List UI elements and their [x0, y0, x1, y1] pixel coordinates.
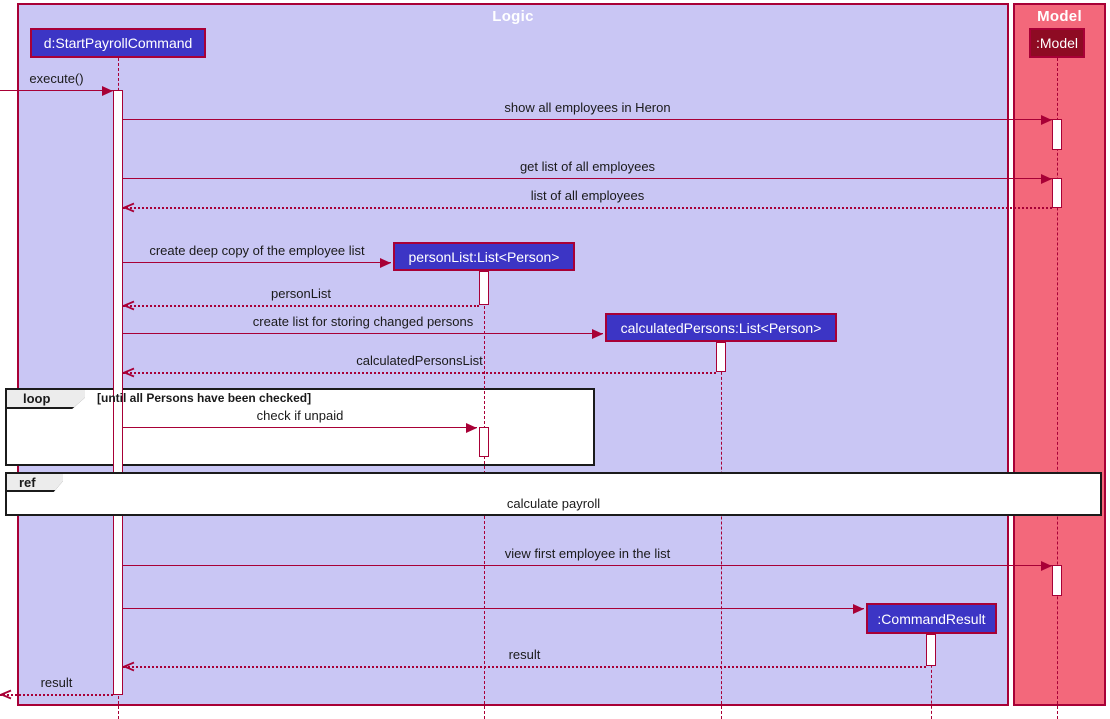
- message-arrowhead-view-first: [1041, 561, 1052, 571]
- participant-model: :Model: [1029, 28, 1085, 58]
- participant-label-personList: personList:List<Person>: [408, 248, 560, 265]
- message-arrowhead-final-result: [0, 689, 13, 700]
- message-line-execute: [0, 90, 113, 91]
- participant-commandResult: :CommandResult: [866, 603, 997, 634]
- activation-bar: [716, 342, 726, 372]
- ref-operator-tab: ref: [5, 472, 63, 492]
- message-arrowhead-personlist-return: [123, 300, 136, 311]
- participant-calculatedPersons: calculatedPersons:List<Person>: [605, 313, 837, 342]
- participant-label-startPayrollCommand: d:StartPayrollCommand: [43, 35, 193, 51]
- message-line-result-return: [123, 666, 926, 668]
- message-arrowhead-get-list: [1041, 174, 1052, 184]
- message-label-create-list: create list for storing changed persons: [252, 314, 474, 329]
- message-line-personlist-return: [123, 305, 479, 307]
- message-arrowhead-calculated-return: [123, 367, 136, 378]
- ref-operator-label: ref: [7, 474, 63, 490]
- message-line-deep-copy: [123, 262, 391, 263]
- message-line-calculated-return: [123, 372, 716, 374]
- lifeline-commandResult: [931, 634, 932, 719]
- model-frame: Model: [1013, 3, 1106, 706]
- message-arrowhead-create-commandresult: [853, 604, 864, 614]
- participant-startPayrollCommand: d:StartPayrollCommand: [30, 28, 206, 58]
- message-label-list-return: list of all employees: [530, 188, 645, 203]
- lifeline-model: [1057, 58, 1058, 719]
- message-arrowhead-create-list: [592, 329, 603, 339]
- message-line-create-commandresult: [123, 608, 864, 609]
- message-line-check-unpaid: [123, 427, 477, 428]
- loop-operator-tab: loop: [5, 388, 85, 409]
- activation-bar: [479, 271, 489, 305]
- participant-label-commandResult: :CommandResult: [877, 610, 986, 627]
- message-label-final-result: result: [40, 675, 73, 690]
- message-label-deep-copy: create deep copy of the employee list: [149, 243, 365, 258]
- participant-label-model: :Model: [1035, 35, 1079, 51]
- model-frame-title: Model: [1037, 8, 1082, 25]
- message-arrowhead-list-return: [123, 202, 136, 213]
- ref-label: calculate payroll: [506, 496, 601, 511]
- ref-fragment: [5, 472, 1102, 516]
- message-label-get-list: get list of all employees: [519, 159, 656, 174]
- message-line-final-result: [0, 694, 113, 696]
- message-label-calculated-return: calculatedPersonsList: [356, 353, 483, 368]
- message-label-result-return: result: [508, 647, 541, 662]
- lifeline-calculatedPersons: [721, 342, 722, 719]
- message-line-get-list: [123, 178, 1052, 179]
- message-line-list-return: [123, 207, 1052, 209]
- activation-bar: [113, 90, 123, 695]
- message-line-view-first: [123, 565, 1052, 566]
- message-label-view-first: view first employee in the list: [504, 546, 671, 561]
- message-arrowhead-check-unpaid: [466, 423, 477, 433]
- activation-bar: [1052, 565, 1062, 596]
- message-line-show-all-employees: [123, 119, 1052, 120]
- message-label-show-all-employees: show all employees in Heron: [504, 100, 671, 115]
- loop-guard-label: [until all Persons have been checked]: [97, 391, 312, 405]
- message-arrowhead-deep-copy: [380, 258, 391, 268]
- message-label-execute: execute(): [29, 71, 84, 86]
- message-label-check-unpaid: check if unpaid: [256, 408, 344, 423]
- loop-operator-label: loop: [7, 390, 85, 407]
- message-arrowhead-show-all-employees: [1041, 115, 1052, 125]
- activation-bar: [1052, 178, 1062, 208]
- message-arrowhead-execute: [102, 86, 113, 96]
- logic-frame: Logic: [17, 3, 1009, 706]
- message-line-create-list: [123, 333, 603, 334]
- message-arrowhead-result-return: [123, 661, 136, 672]
- activation-bar: [479, 427, 489, 457]
- message-label-personlist-return: personList: [271, 286, 331, 301]
- activation-bar: [1052, 119, 1062, 150]
- participant-label-calculatedPersons: calculatedPersons:List<Person>: [620, 319, 822, 336]
- activation-bar: [926, 634, 936, 666]
- participant-personList: personList:List<Person>: [393, 242, 575, 271]
- loop-fragment: [5, 388, 595, 466]
- logic-frame-title: Logic: [492, 8, 534, 25]
